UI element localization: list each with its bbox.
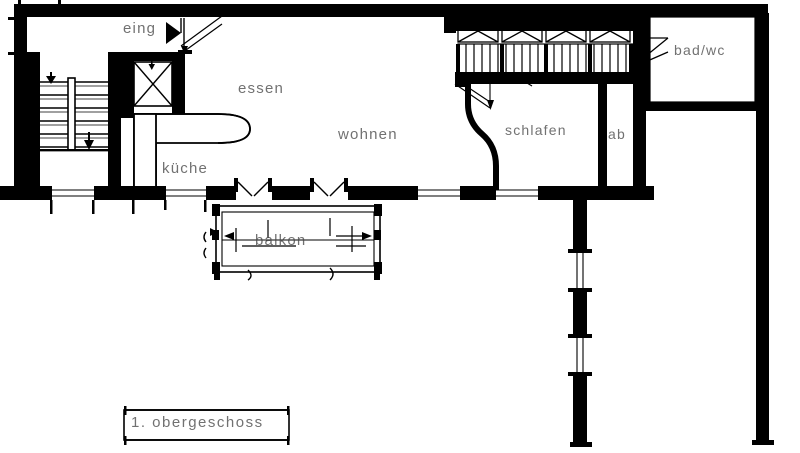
room-label-entrance: eing (123, 20, 157, 37)
room-label-balcony: balkon (255, 232, 307, 249)
balcony (203, 204, 382, 281)
stair-direction-arrow-up (46, 72, 56, 84)
curved-partition-wall (455, 81, 499, 190)
window-swing-posts (234, 178, 348, 192)
floor-caption-text: 1. obergeschoss (131, 414, 264, 431)
stairwell (27, 52, 121, 200)
stair-direction-arrow-down (84, 132, 94, 150)
room-label-bedroom: schlafen (505, 122, 567, 138)
floor-caption-frame (123, 406, 290, 445)
shaft-void-symbol (121, 52, 185, 118)
kitchen-counter (133, 113, 251, 196)
room-label-bathroom: bad/wc (674, 42, 726, 58)
bedroom-storage-partitions (598, 17, 646, 192)
bottom-main-wall (0, 186, 654, 214)
room-label-kitchen: küche (162, 160, 209, 177)
right-exterior-wall (646, 13, 774, 445)
top-exterior-wall (14, 0, 650, 17)
entrance-arrow-marker (166, 15, 223, 54)
room-label-living: wohnen (338, 126, 398, 143)
upper-loggia-hatched (444, 17, 634, 84)
room-label-dining: essen (238, 80, 285, 97)
left-exterior-wall (8, 17, 27, 199)
room-label-storage: ab (608, 126, 626, 142)
central-vertical-wall (568, 200, 592, 447)
